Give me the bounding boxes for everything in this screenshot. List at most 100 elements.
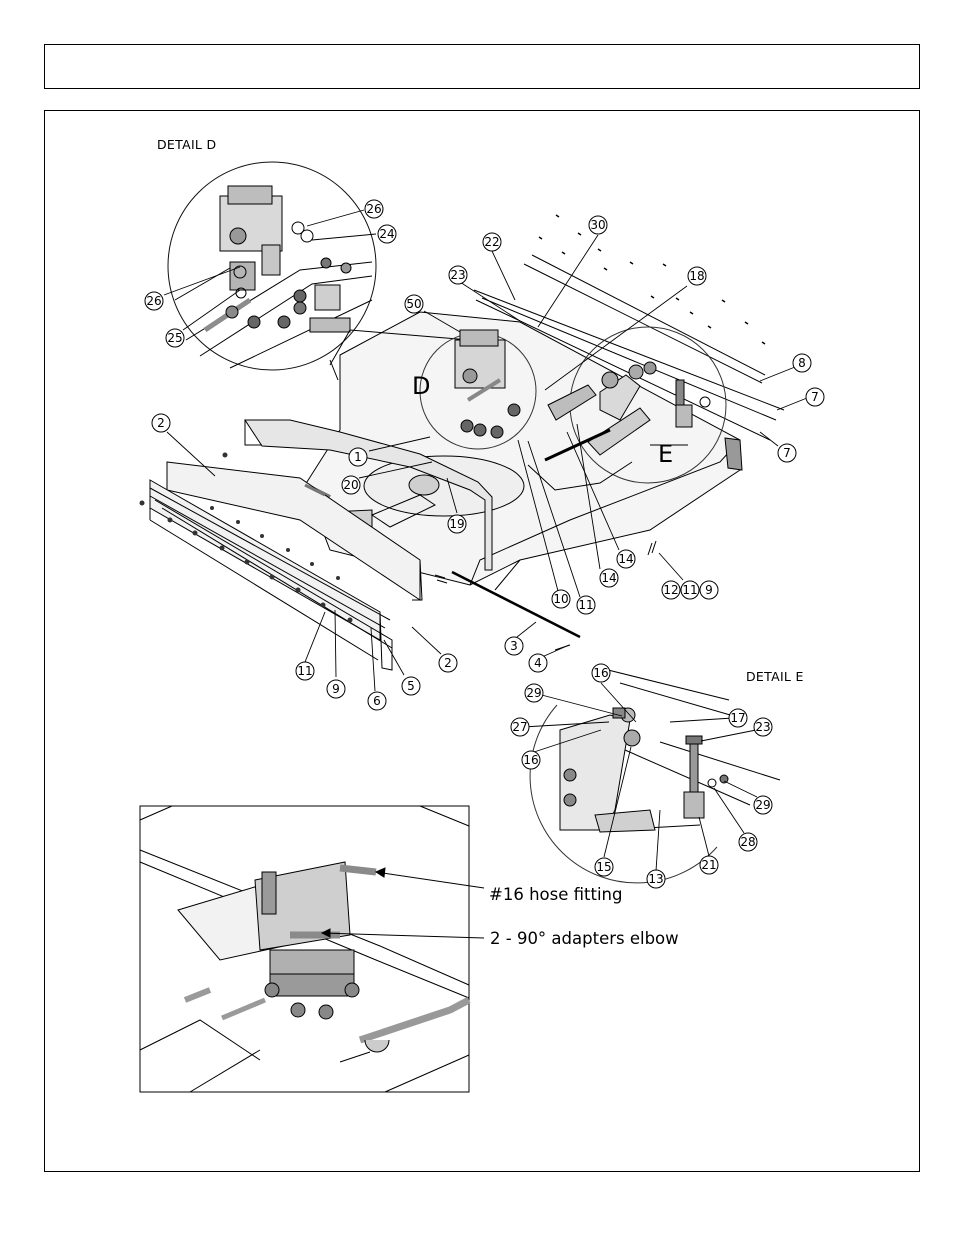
callout-balloon-16: 16: [521, 750, 541, 770]
callout-number: 26: [366, 202, 381, 216]
view-letter-d: D: [412, 372, 430, 400]
callout-balloon-30: 30: [588, 215, 608, 235]
callout-balloon-20: 20: [341, 475, 361, 495]
callout-balloon-26: 26: [364, 199, 384, 219]
callout-number: 13: [648, 872, 663, 886]
callout-number: 14: [601, 571, 616, 585]
callout-circle: [680, 580, 700, 600]
callout-circle: [401, 676, 421, 696]
callout-circle: [341, 475, 361, 495]
callout-circle: [165, 328, 185, 348]
callout-circle: [616, 549, 636, 569]
callout-circle: [753, 717, 773, 737]
callout-circle: [594, 857, 614, 877]
callout-circle: [687, 266, 707, 286]
callout-number: 11: [578, 598, 593, 612]
callout-number: 7: [811, 390, 819, 404]
callout-number: 9: [332, 682, 340, 696]
callout-circle: [738, 832, 758, 852]
callout-circle: [646, 869, 666, 889]
callout-number: 2: [444, 656, 452, 670]
callout-balloon-19: 19: [447, 514, 467, 534]
callout-circle: [367, 691, 387, 711]
main-frame: [44, 110, 920, 1172]
callout-number: 16: [523, 753, 538, 767]
callout-number: 19: [449, 517, 464, 531]
callout-balloon-24: 24: [377, 224, 397, 244]
callout-number: 12: [663, 583, 678, 597]
callout-number: 4: [534, 656, 542, 670]
callout-circle: [504, 636, 524, 656]
left-guard-assembly: [139, 452, 448, 671]
callout-balloon-14: 14: [616, 549, 636, 569]
detail-d-label: DETAIL D: [157, 137, 217, 152]
callout-balloon-7: 7: [805, 387, 825, 407]
callout-balloon-26: 26: [144, 291, 164, 311]
callout-number: 16: [593, 666, 608, 680]
callout-number: 23: [755, 720, 770, 734]
callout-balloon-23: 23: [448, 265, 468, 285]
callout-circle: [528, 653, 548, 673]
callout-balloon-25: 25: [165, 328, 185, 348]
callout-number: 30: [590, 218, 605, 232]
callout-circle: [661, 580, 681, 600]
callout-balloon-15: 15: [594, 857, 614, 877]
adapters-elbow-annotation: 2 - 90° adapters elbow: [490, 929, 679, 948]
callout-number: 17: [730, 711, 745, 725]
callout-balloon-27: 27: [510, 717, 530, 737]
callout-balloon-6: 6: [367, 691, 387, 711]
callout-circle: [699, 580, 719, 600]
callout-number: 11: [297, 664, 312, 678]
callout-number: 7: [783, 446, 791, 460]
callout-number: 22: [484, 235, 499, 249]
callout-balloon-10: 10: [551, 589, 571, 609]
callout-circle: [448, 265, 468, 285]
callout-balloon-14: 14: [599, 568, 619, 588]
callout-circle: [447, 514, 467, 534]
callout-balloon-7: 7: [777, 443, 797, 463]
callout-balloon-11: 11: [576, 595, 596, 615]
callout-balloon-11: 11: [295, 661, 315, 681]
callout-circle: [753, 795, 773, 815]
callout-balloon-50: 50: [404, 294, 424, 314]
callout-circle: [510, 717, 530, 737]
callout-number: 21: [701, 858, 716, 872]
callout-circle: [728, 708, 748, 728]
callout-circle: [576, 595, 596, 615]
callout-balloon-2: 2: [438, 653, 458, 673]
callout-balloon-5: 5: [401, 676, 421, 696]
callout-number: 25: [167, 331, 182, 345]
callout-circle: [699, 855, 719, 875]
callout-number: 2: [157, 416, 165, 430]
callout-balloon-22: 22: [482, 232, 502, 252]
callout-balloon-1: 1: [348, 447, 368, 467]
callout-number: 1: [354, 450, 362, 464]
callout-number: 9: [705, 583, 713, 597]
callout-balloon-8: 8: [792, 353, 812, 373]
callout-balloon-11: 11: [680, 580, 700, 600]
detail-e-view: [529, 667, 781, 884]
callout-circle: [805, 387, 825, 407]
callout-circle: [438, 653, 458, 673]
callout-circle: [777, 443, 797, 463]
callout-balloon-28: 28: [738, 832, 758, 852]
hose-fitting-annotation: #16 hose fitting: [489, 885, 622, 904]
callout-number: 20: [343, 478, 358, 492]
callout-circle: [792, 353, 812, 373]
callout-number: 29: [526, 686, 541, 700]
header-box: [44, 44, 920, 89]
photo-inset: [139, 805, 471, 1093]
callout-balloon-21: 21: [699, 855, 719, 875]
callout-balloon-2: 2: [151, 413, 171, 433]
callout-number: 26: [146, 294, 161, 308]
callout-balloon-9: 9: [326, 679, 346, 699]
callout-balloon-23: 23: [753, 717, 773, 737]
callout-number: 5: [407, 679, 415, 693]
detail-e-label: DETAIL E: [746, 669, 804, 684]
callout-circle: [551, 589, 571, 609]
callout-balloon-13: 13: [646, 869, 666, 889]
callout-number: 27: [512, 720, 527, 734]
callout-circle: [591, 663, 611, 683]
view-letter-e: E: [658, 440, 673, 468]
